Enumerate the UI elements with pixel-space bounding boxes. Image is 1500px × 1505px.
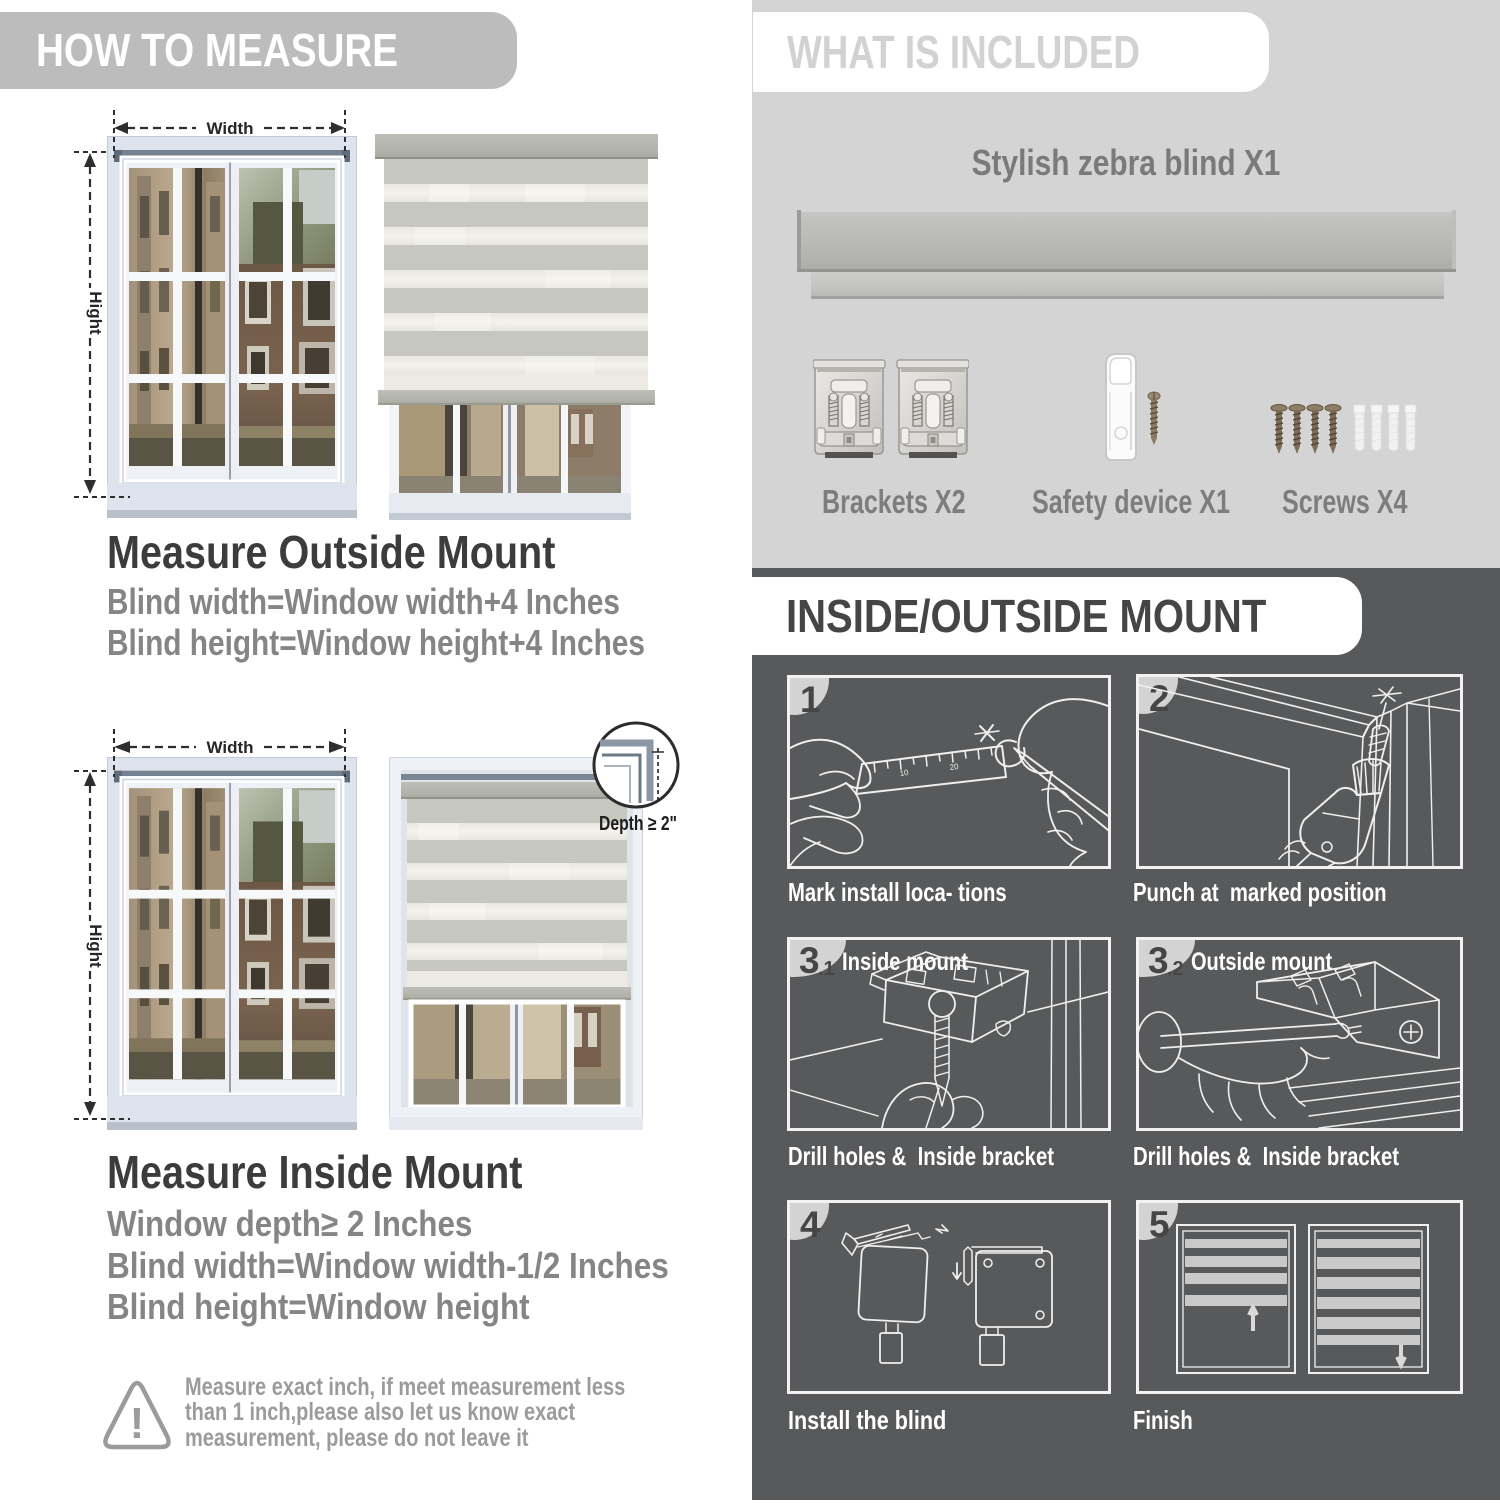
svg-text:.2: .2 [1167,958,1184,980]
svg-text:Depth ≥ 2": Depth ≥ 2" [599,813,677,835]
svg-text:10: 10 [899,768,909,778]
svg-text:5: 5 [1149,1204,1170,1245]
svg-text:!: ! [130,1399,145,1448]
svg-text:4: 4 [800,1204,821,1245]
svg-text:Hight: Hight [86,291,105,335]
svg-text:1: 1 [800,679,821,720]
svg-text:Hight: Hight [86,924,105,968]
svg-text:Width: Width [206,738,253,757]
svg-text:.1: .1 [818,958,835,980]
svg-text:20: 20 [949,762,959,772]
svg-text:3: 3 [1148,940,1169,981]
svg-text:Width: Width [206,119,253,138]
svg-text:3: 3 [799,940,820,981]
